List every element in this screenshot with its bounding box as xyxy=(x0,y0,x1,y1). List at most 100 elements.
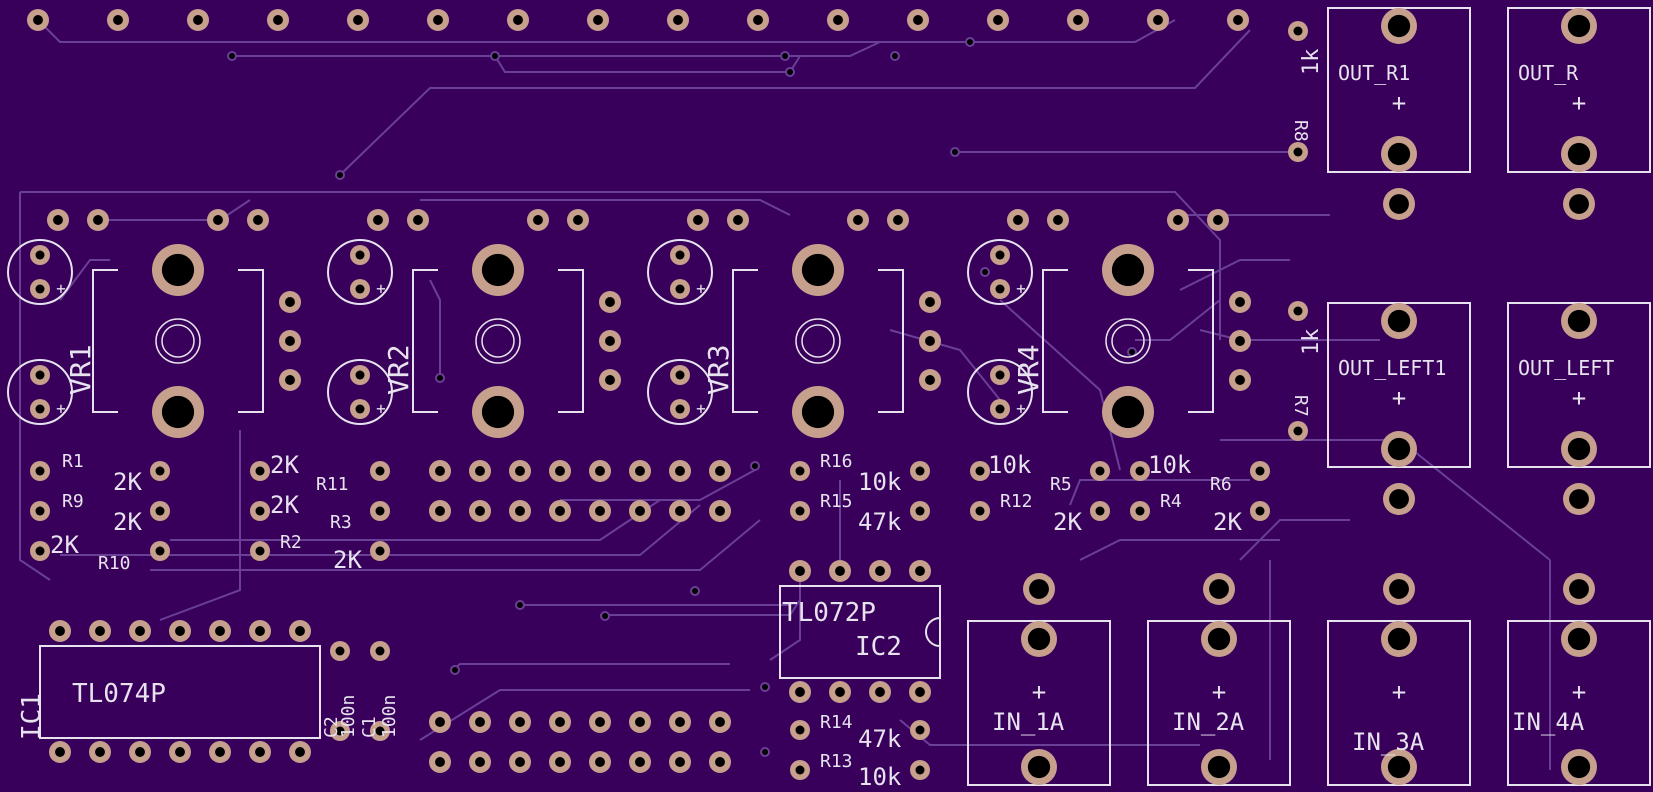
jack-in-3a-pad-top-hole xyxy=(1387,627,1411,651)
jack-out-left1-plus: + xyxy=(1392,384,1406,412)
cap-plus-4: + xyxy=(376,399,386,418)
via-12 xyxy=(515,600,525,610)
resistor-pad-18 xyxy=(970,501,990,521)
vr2-lug-top xyxy=(472,244,524,296)
pot-header-pad-11 xyxy=(847,209,869,231)
resistor-pad-4-hole xyxy=(155,466,165,476)
vr4-pin-1-hole xyxy=(1235,297,1245,307)
cap-pad-b-2-hole xyxy=(35,404,45,414)
cap-pad-a-5-hole xyxy=(675,250,685,260)
jack-in-2a-pad-extra-hole xyxy=(1209,579,1229,599)
vr2-lug-bottom xyxy=(472,386,524,438)
header-pad-3 xyxy=(187,9,209,31)
header-pad-4 xyxy=(267,9,289,31)
pot-header-pad-2 xyxy=(87,209,109,231)
jack-out-left1-pad-bottom xyxy=(1381,431,1417,467)
header-pad-13-hole xyxy=(993,15,1003,25)
r7-pad-a xyxy=(1288,301,1308,321)
ic1-pin-top-6-hole xyxy=(255,626,265,636)
c1-ref: C1 xyxy=(359,716,380,738)
resistor-pad-5-hole xyxy=(155,506,165,516)
r9-ref: R9 xyxy=(62,491,84,512)
resistor-pad-19-hole xyxy=(1095,466,1105,476)
via-3 xyxy=(780,51,790,61)
pot-header-pad-3 xyxy=(207,209,229,231)
resistor-pad-8-hole xyxy=(255,506,265,516)
cap-pad-a-7-hole xyxy=(995,250,1005,260)
pot-header-pad-14-hole xyxy=(1053,215,1063,225)
via-5 xyxy=(965,37,975,47)
via-10 xyxy=(750,461,760,471)
strip-c-pad-3-hole xyxy=(515,717,525,727)
strip-c-pad-6 xyxy=(629,711,651,733)
ic1-pin-bottom-1 xyxy=(49,741,71,763)
jack-in-3a-pad-extra-hole xyxy=(1389,579,1409,599)
jack-out-r1-pad-extra xyxy=(1383,188,1415,220)
strip-c-pad-1 xyxy=(429,711,451,733)
ic1-pin-bottom-2 xyxy=(89,741,111,763)
ic2-pin-top-2 xyxy=(829,560,851,582)
vr3-pin-2 xyxy=(919,330,941,352)
vr4-lug-top-hole xyxy=(1111,253,1145,287)
vr1-pin-1 xyxy=(279,291,301,313)
strip-c-pad-8 xyxy=(709,711,731,733)
ic2-pin-top-2-hole xyxy=(835,566,845,576)
r8-pad-a-hole xyxy=(1293,26,1303,36)
value-2k-b: 2K xyxy=(113,508,142,536)
header-pad-11 xyxy=(827,9,849,31)
jack-in-2a-pad-top-hole xyxy=(1207,627,1231,651)
jack-out-r-pad-top xyxy=(1561,8,1597,44)
ic2-pin-bottom-4 xyxy=(909,681,931,703)
strip-b-pad-1-hole xyxy=(435,506,445,516)
strip-a-pad-3 xyxy=(509,460,531,482)
header-pad-2 xyxy=(107,9,129,31)
jack-out-r-plus: + xyxy=(1572,89,1586,117)
header-pad-4-hole xyxy=(273,15,283,25)
r7-pad-a-hole xyxy=(1293,306,1303,316)
via-7 xyxy=(335,170,345,180)
cap-pad-b-4 xyxy=(350,399,370,419)
vr3-lug-top xyxy=(792,244,844,296)
c1-pad-a xyxy=(370,641,390,661)
cap-pad-a-4 xyxy=(350,365,370,385)
r8-pad-a xyxy=(1288,21,1308,41)
resistor-pad-16-hole xyxy=(915,506,925,516)
pot-header-pad-2-hole xyxy=(93,215,103,225)
ic1-pin-top-1 xyxy=(49,620,71,642)
resistor-pad-6-hole xyxy=(155,546,165,556)
ic1-pin-bottom-6-hole xyxy=(255,747,265,757)
via-16 xyxy=(760,682,770,692)
vr4-pin-2-hole xyxy=(1235,336,1245,346)
r10-ref: R10 xyxy=(98,553,131,574)
jack-in-1a-pad-top xyxy=(1021,621,1057,657)
resistor-pad-20-hole xyxy=(1095,506,1105,516)
resistor-pad-26-hole xyxy=(795,765,805,775)
ic2-notch xyxy=(925,617,941,647)
vr1-pin-2-hole xyxy=(285,336,295,346)
strip-a-pad-4-hole xyxy=(555,466,565,476)
resistor-pad-15 xyxy=(910,461,930,481)
jack-out-r1-plus: + xyxy=(1392,89,1406,117)
cap-pad-a-1 xyxy=(30,245,50,265)
c1-pad-b xyxy=(370,721,390,741)
cap-pad-a-8-hole xyxy=(995,370,1005,380)
strip-d-pad-5-hole xyxy=(595,757,605,767)
cap-outline-3 xyxy=(327,239,393,305)
header-pad-14 xyxy=(1067,9,1089,31)
pot-header-pad-16 xyxy=(1207,209,1229,231)
header-pad-5-hole xyxy=(353,15,363,25)
r12-ref: R12 xyxy=(1000,491,1033,512)
vr2-shaft-inner xyxy=(481,324,515,358)
ic2-pin-top-3-hole xyxy=(875,566,885,576)
jack-out-left1-pad-extra xyxy=(1383,483,1415,515)
strip-b-pad-8-hole xyxy=(715,506,725,516)
cap-pad-a-2-hole xyxy=(35,370,45,380)
header-pad-1 xyxy=(27,9,49,31)
jack-in-4a-pad-extra xyxy=(1563,573,1595,605)
vr2-shaft-outer xyxy=(475,318,521,364)
cap-pad-b-3 xyxy=(350,279,370,299)
resistor-pad-20 xyxy=(1090,501,1110,521)
ic1-pin-top-1-hole xyxy=(55,626,65,636)
cap-pad-a-3-hole xyxy=(355,250,365,260)
resistor-pad-2 xyxy=(30,501,50,521)
